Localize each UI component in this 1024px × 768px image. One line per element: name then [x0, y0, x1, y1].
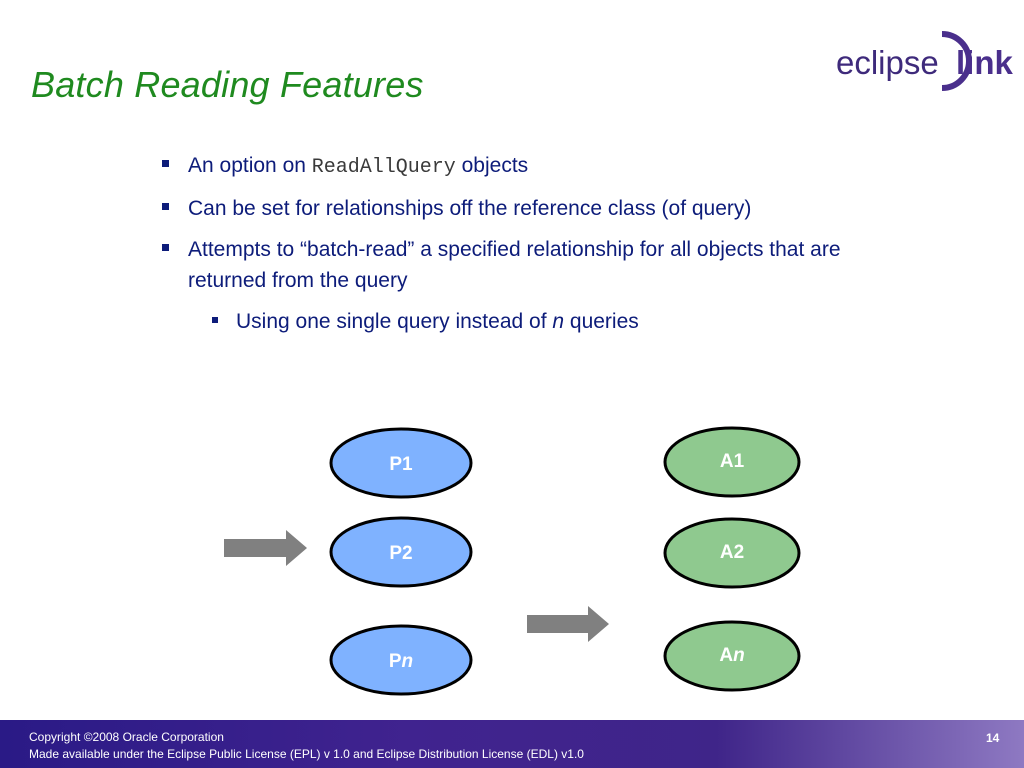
node-p1-label: P1 — [389, 454, 413, 475]
node-p2-label: P2 — [389, 543, 412, 564]
arrow-to-an — [527, 606, 609, 642]
bullet-marker — [212, 317, 218, 323]
node-pn-label: Pn — [389, 651, 413, 672]
node-a1: A1 — [663, 426, 801, 498]
eclipselink-logo: eclipse link — [836, 31, 1013, 91]
bullet-text: An option on — [188, 154, 312, 177]
node-an: An — [663, 620, 801, 692]
italic-text: n — [552, 310, 565, 333]
bullet-relationships: Can be set for relationships off the ref… — [158, 193, 918, 224]
logo-swoosh — [941, 31, 972, 91]
bullet-marker — [162, 244, 169, 251]
slide-title: Batch Reading Features — [31, 64, 424, 105]
logo-text-eclipse: eclipse — [836, 44, 939, 81]
node-an-label: An — [719, 645, 744, 666]
bullet-text: Attempts to “batch-read” a specified rel… — [188, 238, 841, 292]
bullet-text: Can be set for relationships off the ref… — [188, 197, 752, 220]
node-p2: P2 — [329, 516, 473, 588]
sub-bullet-single-query: Using one single query instead of n quer… — [158, 306, 918, 337]
bullet-marker — [162, 203, 169, 210]
node-p1: P1 — [329, 427, 473, 499]
slide-footer: Copyright ©2008 Oracle Corporation Made … — [0, 720, 1024, 768]
footer-copyright: Copyright ©2008 Oracle Corporation — [29, 730, 224, 744]
bullet-readallquery: An option on ReadAllQuery objects — [158, 150, 918, 183]
bullet-marker — [162, 160, 169, 167]
footer-license: Made available under the Eclipse Public … — [29, 747, 584, 761]
node-pn: Pn — [329, 624, 473, 696]
arrow-to-p2 — [224, 530, 307, 566]
bullet-text: queries — [564, 310, 639, 333]
bullet-text: Using one single query instead of — [236, 310, 553, 333]
bullet-list: An option on ReadAllQuery objects Can be… — [158, 150, 918, 347]
node-a2-label: A2 — [720, 542, 744, 563]
batch-read-diagram: P1 P2 Pn A1 A2 An — [224, 426, 801, 696]
node-a1-label: A1 — [720, 451, 745, 472]
bullet-batch-read: Attempts to “batch-read” a specified rel… — [158, 234, 918, 296]
bullet-text: objects — [455, 154, 529, 177]
node-a2: A2 — [663, 517, 801, 589]
page-number: 14 — [986, 731, 1000, 745]
logo-text-link: link — [956, 44, 1013, 81]
code-text: ReadAllQuery — [311, 156, 456, 179]
